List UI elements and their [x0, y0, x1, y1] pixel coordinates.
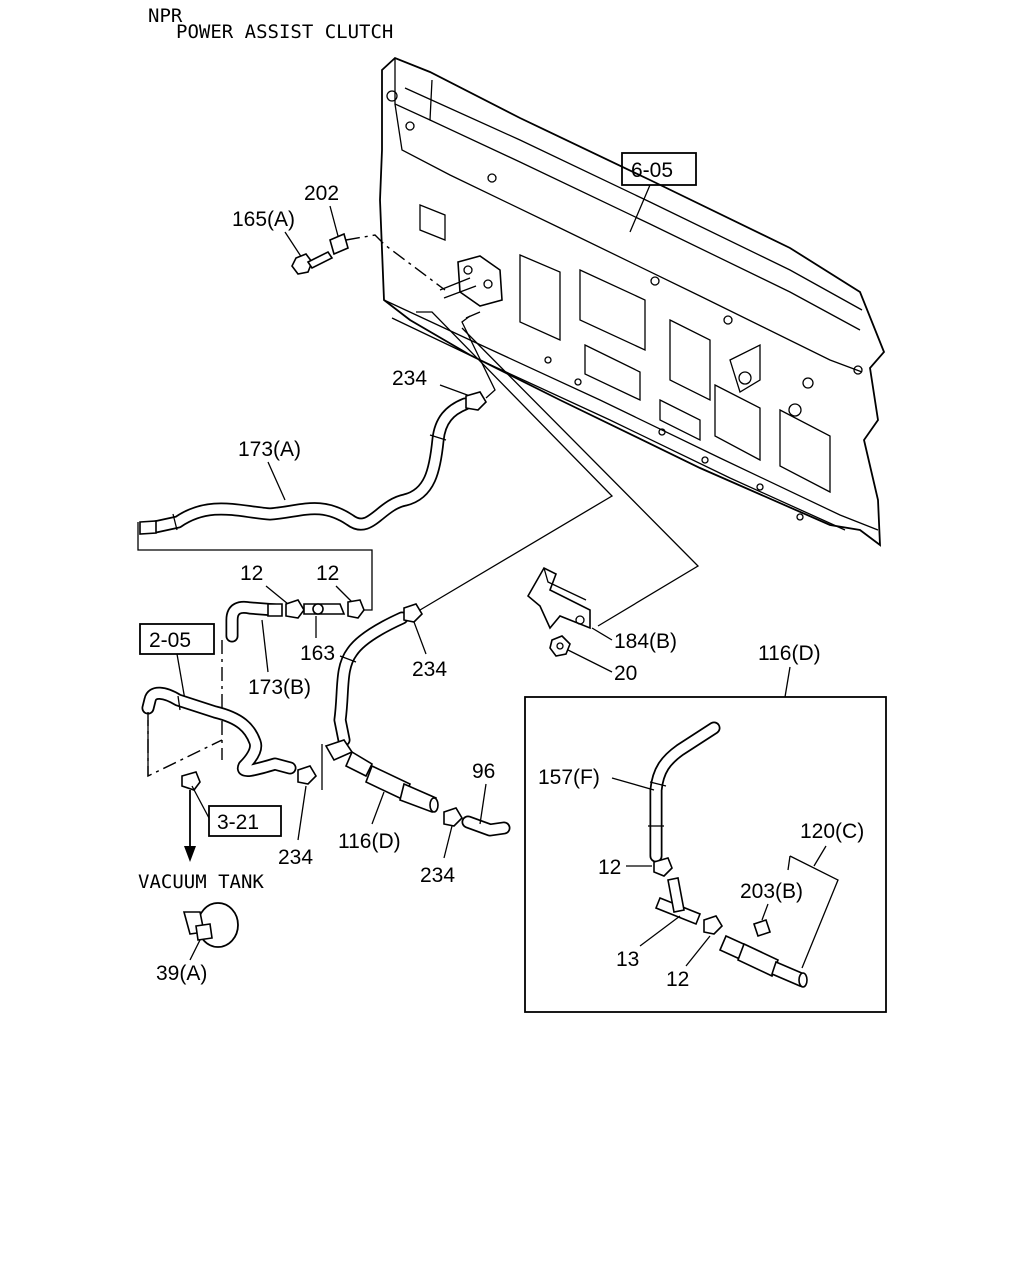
callout-173a: 173(A) — [238, 438, 301, 461]
callout-202: 202 — [304, 182, 339, 205]
callout-157f: 157(F) — [538, 766, 600, 789]
callout-234-right: 234 — [420, 864, 455, 887]
ref-6-05-label: 6-05 — [631, 159, 673, 182]
callout-234-top: 234 — [392, 367, 427, 390]
leader-6-05 — [629, 184, 651, 233]
callout-120c: 120(C) — [800, 820, 864, 843]
clamp-12-left — [285, 599, 305, 619]
ref-3-21-label: 3-21 — [217, 811, 259, 834]
leader-frame-173a — [137, 522, 373, 611]
hose-173a — [139, 397, 472, 535]
vacuum-tank-label: VACUUM TANK — [138, 871, 264, 893]
vacuum-hose — [141, 686, 297, 777]
clamp-234-right — [443, 807, 464, 827]
model-name: NPR — [148, 5, 183, 27]
hose-157f — [648, 721, 721, 863]
callout-116d: 116(D) — [338, 830, 401, 853]
band-clamp-39a — [182, 902, 239, 948]
washer-202 — [329, 232, 349, 256]
clamp-12-detail-b — [703, 915, 724, 935]
callout-96: 96 — [472, 760, 495, 783]
dash-panel — [379, 56, 886, 547]
callout-203b: 203(B) — [740, 880, 803, 903]
callout-12-right: 12 — [316, 562, 339, 585]
bolt-165a — [291, 250, 334, 275]
diagram-title: POWER ASSIST CLUTCH — [176, 21, 393, 43]
valve-116d — [324, 739, 439, 814]
callout-163: 163 — [300, 642, 335, 665]
callout-12-detail-b: 12 — [666, 968, 689, 991]
bracket-leader-120c — [789, 855, 839, 969]
hose-main — [333, 611, 409, 747]
check-valve — [181, 771, 201, 791]
callout-20: 20 — [614, 662, 637, 685]
clamp-234-low — [297, 765, 318, 785]
callout-12-detail-a: 12 — [598, 856, 621, 879]
joint-163 — [303, 603, 346, 615]
clamp-12-detail-a — [653, 857, 673, 877]
valve-120c — [718, 934, 808, 988]
callout-234-mid: 234 — [412, 658, 447, 681]
detail-title: 116(D) — [758, 642, 821, 665]
bolt-203b — [752, 918, 772, 938]
clamp-234-mid — [403, 603, 424, 623]
hose-173b — [225, 600, 283, 643]
callout-39a: 39(A) — [156, 962, 207, 985]
callout-12-left: 12 — [240, 562, 263, 585]
leader-frame-234 — [416, 311, 614, 611]
hose-96 — [461, 815, 511, 837]
callout-13: 13 — [616, 948, 639, 971]
bracket-184b — [526, 566, 591, 630]
tee-13 — [654, 877, 702, 926]
callout-184b: 184(B) — [614, 630, 677, 653]
ref-2-05-label: 2-05 — [149, 629, 191, 652]
ref-box-3-21 — [208, 805, 282, 837]
leader-frame-184b — [461, 327, 700, 627]
callout-234-low: 234 — [278, 846, 313, 869]
nut-20 — [549, 635, 571, 657]
ref-box-6-05 — [621, 152, 697, 186]
callout-165a: 165(A) — [232, 208, 295, 231]
callout-173b: 173(B) — [248, 676, 311, 699]
clamp-12-right — [347, 599, 365, 619]
detail-box-116d: 116(D) 157(F) 12 13 12 203(B) — [524, 642, 887, 1013]
clamp-234-top — [465, 391, 488, 411]
